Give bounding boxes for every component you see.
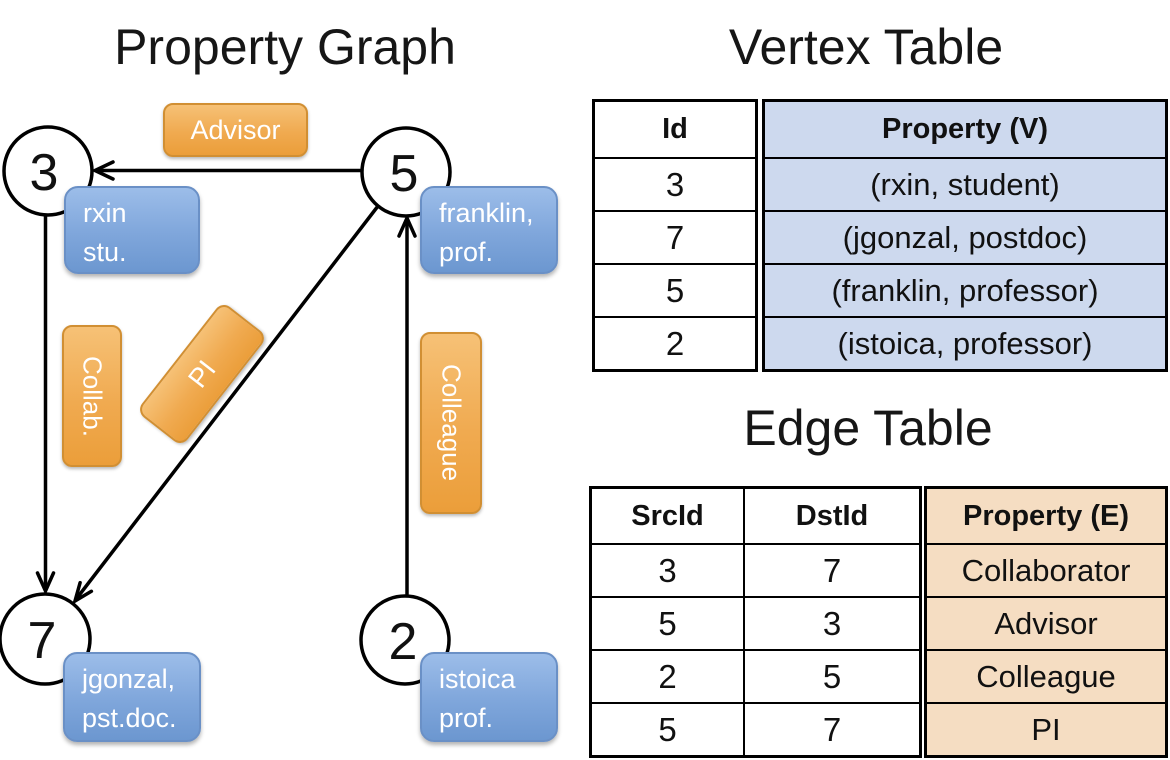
- edge-label-collab: Collab.: [62, 325, 122, 467]
- node-7-id: 7: [28, 612, 57, 670]
- edge-table-srcid-cell: 3: [592, 543, 743, 596]
- edge-table-property-cell: Advisor: [927, 596, 1165, 649]
- vertex-table-id-cell: 2: [595, 316, 755, 369]
- vertex-label-7: jgonzal, pst.doc.: [63, 652, 201, 742]
- vertex-label-2: istoica prof.: [420, 652, 558, 742]
- vertex-table-id-cell: 5: [595, 263, 755, 316]
- node-5-id: 5: [390, 145, 419, 203]
- vertex-label-2-line1: istoica: [439, 664, 516, 694]
- vertex-table-property-cell: (istoica, professor): [765, 316, 1165, 369]
- edge-table-srcid-cell: 5: [592, 596, 743, 649]
- vertex-table-property-cell: (rxin, student): [765, 157, 1165, 210]
- edge-table-srcid-header: SrcId: [631, 499, 704, 532]
- node-3-id: 3: [30, 144, 59, 202]
- vertex-table-property-cell: (franklin, professor): [765, 263, 1165, 316]
- edge-table-title: Edge Table: [743, 400, 993, 456]
- vertex-table-property-header: Property (V): [882, 113, 1048, 145]
- edge-pi-arrowhead: [72, 580, 94, 605]
- edge-collab-arrowhead: [35, 571, 56, 596]
- vertex-label-7-line1: jgonzal,: [82, 664, 176, 694]
- edge-table-dstid-cell: 3: [745, 596, 919, 649]
- edge-table-dstid-cell: 7: [745, 543, 919, 596]
- vertex-table-property-column: Property (V) (rxin, student) (jgonzal, p…: [762, 99, 1168, 372]
- vertex-label-3: rxin stu.: [64, 186, 200, 274]
- vertex-label-5-line2: prof.: [439, 237, 494, 267]
- edge-table-id-columns: SrcId 3 5 2 5 DstId 7 3 5 7: [589, 486, 922, 758]
- vertex-label-2-line2: prof.: [439, 703, 494, 733]
- edge-table-dstid-cell: 7: [745, 702, 919, 755]
- vertex-label-5-line1: franklin,: [439, 198, 534, 228]
- vertex-label-7-line2: pst.doc.: [82, 703, 177, 733]
- vertex-label-5: franklin, prof.: [420, 186, 558, 274]
- edge-table-srcid-cell: 2: [592, 649, 743, 702]
- edge-table-property-header: Property (E): [963, 499, 1129, 532]
- edge-table-dstid-column: DstId 7 3 5 7: [743, 489, 919, 755]
- edge-table-property-cell: Colleague: [927, 649, 1165, 702]
- vertex-label-3-line1: rxin: [83, 198, 127, 228]
- edge-table-dstid-header: DstId: [795, 499, 869, 532]
- vertex-table-id-column: Id 3 7 5 2: [592, 99, 758, 372]
- edge-table-srcid-column: SrcId 3 5 2 5: [592, 489, 743, 755]
- edge-label-advisor: Advisor: [163, 103, 308, 157]
- edge-advisor-arrowhead: [90, 160, 115, 181]
- edge-label-colleague: Colleague: [420, 332, 482, 514]
- vertex-table-property-cell: (jgonzal, postdoc): [765, 210, 1165, 263]
- edge-table-srcid-cell: 5: [592, 702, 743, 755]
- vertex-table-id-header: Id: [662, 113, 688, 145]
- property-graph-title: Property Graph: [114, 19, 456, 75]
- edge-colleague-arrowhead: [397, 213, 417, 238]
- edge-table-property-column: Property (E) Collaborator Advisor Collea…: [924, 486, 1168, 758]
- vertex-label-3-line2: stu.: [83, 237, 127, 267]
- edge-pi-line: [75, 204, 380, 600]
- vertex-table-title: Vertex Table: [728, 19, 1004, 75]
- edge-table-property-cell: PI: [927, 702, 1165, 755]
- edge-table-dstid-cell: 5: [745, 649, 919, 702]
- edge-table-property-cell: Collaborator: [927, 543, 1165, 596]
- vertex-table-id-cell: 3: [595, 157, 755, 210]
- vertex-table-id-cell: 7: [595, 210, 755, 263]
- node-2-id: 2: [389, 613, 418, 671]
